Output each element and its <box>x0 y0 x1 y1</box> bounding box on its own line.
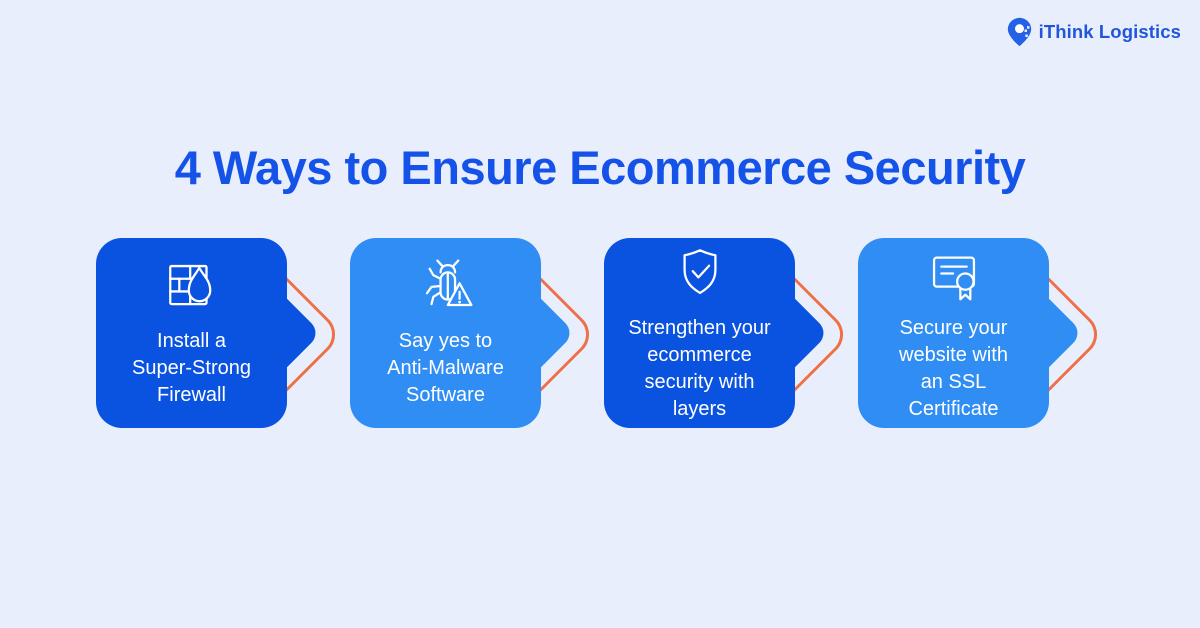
card-label: Secure your website with an SSL Certific… <box>899 316 1008 420</box>
card-label: Install a Super-Strong Firewall <box>132 330 251 406</box>
shield-check-icon <box>682 248 717 294</box>
brand-name: iThink Logistics <box>1038 21 1181 42</box>
card-label: Say yes to Anti-Malware Software <box>387 330 504 406</box>
page-title: 4 Ways to Ensure Ecommerce Security <box>174 141 1026 194</box>
location-pin-icon <box>1007 17 1031 47</box>
card-body: Install a Super-Strong Firewall <box>96 238 287 428</box>
card-body: Secure your website with an SSL Certific… <box>858 238 1049 428</box>
card-label: Strengthen your ecommerce security with … <box>628 316 771 420</box>
brand-logo: iThink Logistics <box>1007 17 1181 47</box>
card-body: Say yes to Anti-Malware Software <box>350 238 541 428</box>
ssl-certificate-icon <box>932 255 975 300</box>
card-security-layers: Strengthen your ecommerce security with … <box>604 238 853 428</box>
bug-malware-icon <box>425 259 473 307</box>
card-ssl-certificate: Secure your website with an SSL Certific… <box>858 238 1107 428</box>
card-body: Strengthen your ecommerce security with … <box>604 238 795 428</box>
card-install-firewall: Install a Super-Strong Firewall <box>96 238 345 428</box>
firewall-icon <box>168 264 211 306</box>
card-anti-malware: Say yes to Anti-Malware Software <box>350 238 599 428</box>
